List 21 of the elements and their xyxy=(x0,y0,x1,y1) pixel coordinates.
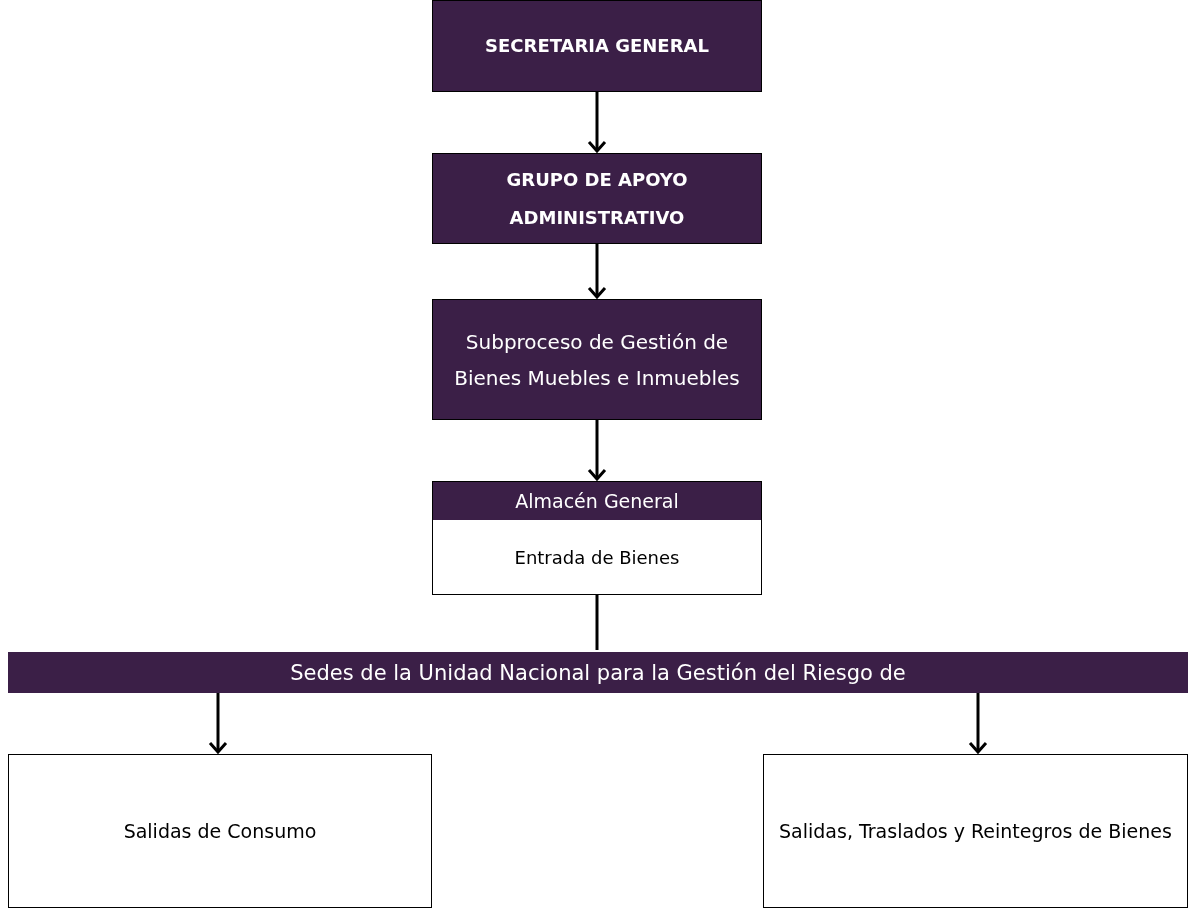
output-name: Salidas, Traslados y Reintegros de Bienes xyxy=(778,819,1173,844)
process-box xyxy=(432,299,762,420)
org-unit-box xyxy=(432,153,762,244)
arrow xyxy=(587,244,607,299)
output-box xyxy=(8,754,432,908)
header-box xyxy=(432,481,762,595)
arrow xyxy=(587,92,607,153)
section-header: Almacén General xyxy=(433,482,761,520)
arrow xyxy=(968,693,988,754)
arrow xyxy=(587,420,607,481)
unit-name: SECRETARIA GENERAL xyxy=(485,34,709,58)
banner-text: Sedes de la Unidad Nacional para la Gestión del Riesgo de xyxy=(290,660,906,685)
unit-name: GRUPO DE APOYO ADMINISTRATIVO xyxy=(505,167,689,230)
section-body: Entrada de Bienes xyxy=(514,545,680,570)
connector-line xyxy=(595,595,599,650)
org-unit-box xyxy=(432,0,762,92)
banner-bar xyxy=(8,652,1188,693)
process-name: Subproceso de Gestión de Bienes Muebles e Inmuebles xyxy=(453,328,741,392)
arrow xyxy=(208,693,228,754)
output-box xyxy=(763,754,1188,908)
output-name: Salidas de Consumo xyxy=(122,819,318,844)
